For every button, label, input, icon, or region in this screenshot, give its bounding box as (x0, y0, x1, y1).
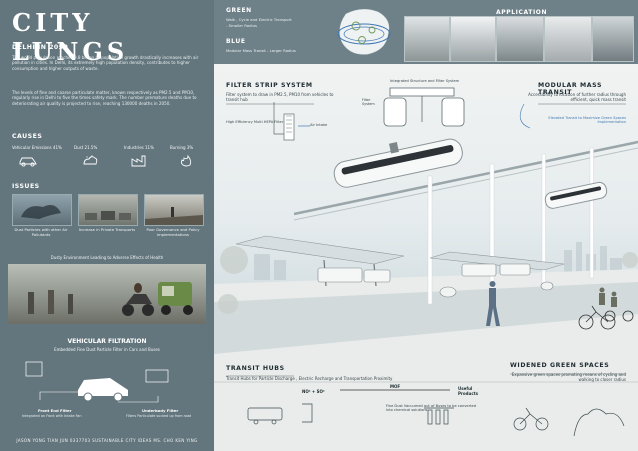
filter-system-label: Filter System (362, 98, 375, 107)
underbody-filter-label: Underbody Filter (142, 408, 179, 413)
green-spaces-desc: Expansive green spaces promoting means o… (511, 372, 626, 382)
cause-label: Burning 3% (170, 145, 194, 150)
fire-icon (181, 154, 192, 167)
application-image-3 (496, 16, 544, 62)
integrated-structure-label: Integrated Structure and Filter System (390, 79, 460, 83)
causes-list: Vehicular Emissions 41% Dust 21.5% Indus… (12, 145, 208, 179)
causes-heading: CAUSES (12, 133, 43, 140)
front-filter-desc: Integrated on Front with Intake Fan (22, 414, 82, 418)
green-desc-2: - Smaller Radius (226, 23, 257, 28)
delhi-paragraph-1: The world population reaches 9.8 billion… (12, 55, 199, 71)
filter-strip-heading: FILTER STRIP SYSTEM (226, 82, 313, 89)
car-icon (19, 157, 37, 167)
issue-caption: Dust Particles with other Air Pollutants (14, 227, 68, 237)
transit-hubs-heading: TRANSIT HUBS (226, 365, 285, 372)
dusty-environment-caption: Dusty Environment Leading to Adverse Eff… (50, 255, 164, 260)
filter-diagram (25, 361, 169, 403)
application-image-4 (544, 16, 592, 62)
cause-industries: Industries 11% (124, 145, 154, 167)
scene-illustration (214, 87, 638, 451)
filter-strip-desc: Filter system to draw in PM2.5, PM10 fro… (226, 92, 334, 102)
application-label: APPLICATION (496, 9, 548, 16)
cause-label: Dust 21.5% (74, 145, 98, 150)
green-label: GREEN (226, 7, 252, 14)
poster-title: CITY LUNGS (12, 8, 129, 66)
top-strip: GREEN Walk , Cycle and Electric Transpor… (214, 0, 638, 64)
cause-dust: Dust 21.5% (74, 145, 98, 165)
cause-label: Vehicular Emissions 41% (12, 145, 62, 150)
fine-dust-note: Fine Dust Vacuumed out of Buses to be co… (386, 404, 476, 413)
no2-so2-formula: NO² + SO² (302, 389, 325, 394)
hepa-label: High Efficiency Multi HEPA Filter (226, 120, 284, 124)
delhi-radius-map (337, 9, 391, 55)
vehicular-filtration-subtitle: Embedded Fine Dust Particle Filter in Ca… (54, 347, 160, 352)
application-image-2 (450, 16, 496, 62)
issue-caption: Poor Governance and Policy implementatio… (146, 227, 200, 237)
application-image-5 (592, 16, 634, 62)
useful-products-label: Useful Products (458, 386, 479, 396)
cause-label: Industries 11% (124, 145, 154, 150)
underbody-filter-desc: Filters Particulate sucked up from road (126, 414, 192, 418)
modular-transit-heading: MODULAR MASS TRANSIT (538, 82, 603, 96)
issue-governance-photo (144, 194, 204, 226)
green-desc-1: Walk , Cycle and Electric Transport (226, 17, 292, 22)
main-scene: FILTER STRIP SYSTEM Filter system to dra… (214, 64, 638, 451)
delhi-paragraph-2: The levels of fine and coarse particulat… (12, 90, 197, 106)
transit-hubs-desc: Transit Hubs for Particle Discharge , El… (226, 376, 393, 381)
blue-desc: Modular Mass Transit - Larger Radius (226, 48, 296, 53)
issue-traffic-photo (78, 194, 138, 226)
cause-vehicular: Vehicular Emissions 41% (12, 145, 62, 167)
mof-label: MOF (390, 384, 401, 389)
application-image-1 (404, 16, 450, 62)
front-filter-label: Front End Filter (38, 408, 72, 413)
issues-heading: ISSUES (12, 183, 40, 190)
street-photo (8, 264, 206, 324)
elevated-transit-note: Elevated Transit to Maximize Green Space… (548, 116, 626, 125)
issue-caption: Increase in Private Transports (78, 227, 136, 232)
left-panel: CITY LUNGS DELHI IN 2050 The world popul… (0, 0, 214, 451)
delhi-heading: DELHI IN 2050 (12, 44, 69, 51)
green-spaces-heading: WIDENED GREEN SPACES (510, 362, 610, 369)
poster-credits: JASON YONG TIAN JUN 0337703 SUSTAINABLE … (16, 438, 198, 443)
air-intake-label: Air Intake (310, 123, 328, 127)
blue-label: BLUE (226, 38, 246, 45)
factory-icon (131, 155, 146, 167)
modular-transit-desc: Accessibility to location of further rad… (528, 92, 626, 102)
vehicular-filtration-heading: VEHICULAR FILTRATION (67, 338, 147, 345)
issue-dust-photo (12, 194, 72, 226)
dust-icon (83, 155, 98, 165)
cause-burning: Burning 3% (170, 145, 194, 167)
